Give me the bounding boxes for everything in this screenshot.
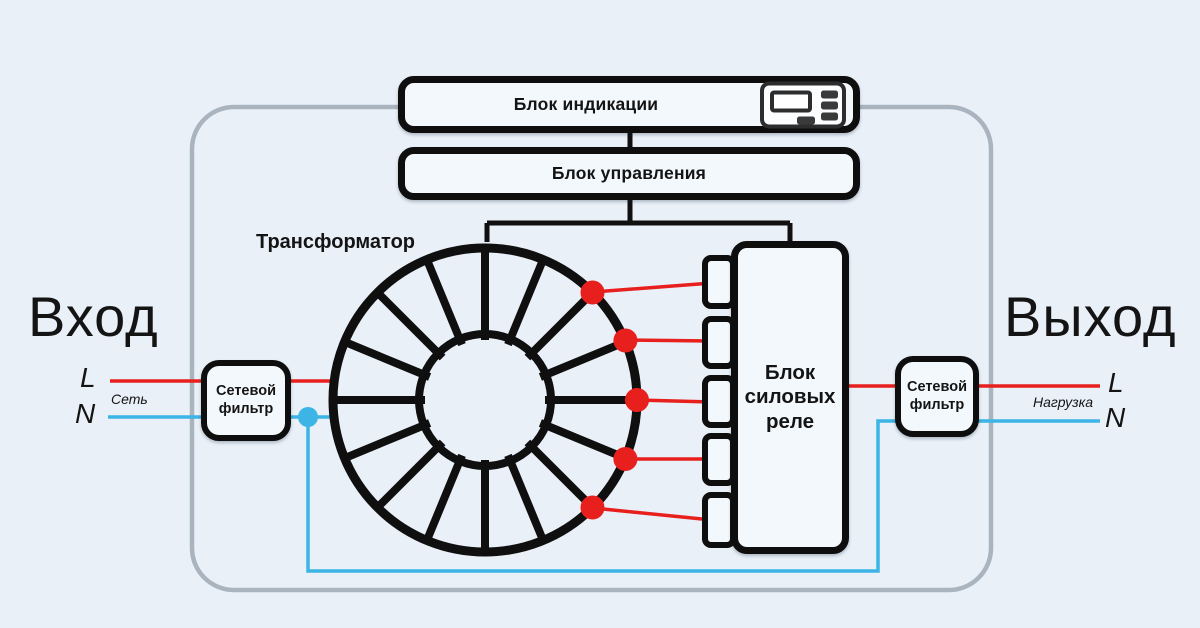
relay-block: Блок силовых реле [731, 241, 849, 554]
display-button-icon [821, 101, 838, 109]
output-title: Выход [1004, 285, 1177, 348]
display-button-icon [821, 112, 838, 120]
input-caption: Сеть [111, 391, 148, 407]
lcd-display-icon [760, 81, 846, 128]
tap-dot-4 [613, 447, 638, 471]
relay-contact-1 [702, 255, 736, 309]
output-line-l-label: L [1108, 367, 1124, 398]
indication-block-label: Блок индикации [513, 94, 659, 114]
neutral-junction-dot [298, 407, 318, 427]
control-block: Блок управления [398, 147, 860, 200]
control-bus-wire [484, 132, 793, 245]
input-filter-block: Сетевой фильтр [201, 360, 291, 441]
output-caption: Нагрузка [1033, 394, 1094, 410]
input-line-n-label: N [75, 398, 96, 429]
tap-dot-2 [613, 328, 638, 353]
tap-dot-5 [580, 495, 605, 520]
display-button-icon [797, 116, 815, 124]
input-title: Вход [28, 285, 159, 348]
indication-block: Блок индикации [398, 76, 860, 133]
tap-dot-1 [580, 280, 605, 305]
lcd-screen [770, 90, 812, 112]
display-button-icon [821, 90, 838, 98]
tap-wires [592, 281, 713, 522]
output-filter-block: Сетевой фильтр [895, 356, 979, 437]
relay-block-label: Блок силовых реле [744, 361, 836, 433]
input-filter-label: Сетевой фильтр [215, 382, 276, 417]
output-filter-label: Сетевой фильтр [906, 378, 967, 413]
output-line-n-label: N [1105, 402, 1126, 433]
tap-dot-3 [625, 388, 649, 412]
transformer-windings [335, 250, 635, 550]
control-block-label: Блок управления [551, 163, 707, 183]
transformer-label: Трансформатор [256, 231, 416, 253]
input-line-l-label: L [80, 362, 96, 393]
